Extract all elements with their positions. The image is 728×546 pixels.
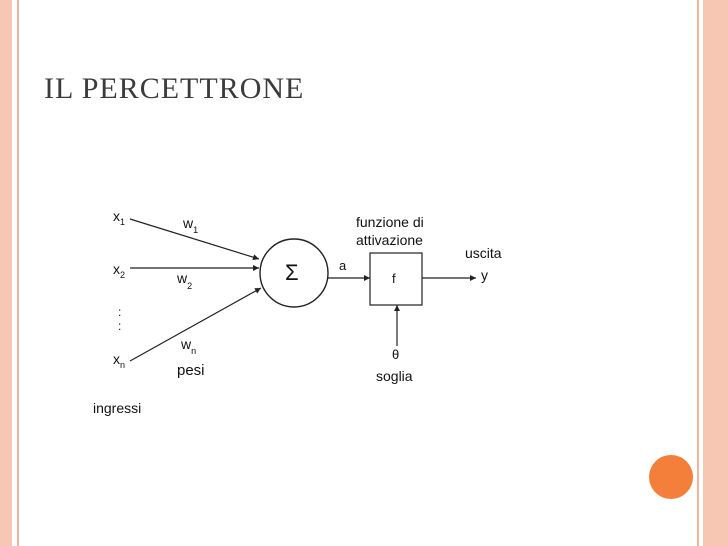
net-input-label: a — [339, 258, 347, 273]
right-border-band — [703, 0, 728, 546]
slide-title: IL PERCETTRONE — [44, 72, 305, 105]
activation-label-line2: attivazione — [356, 232, 423, 248]
input-x1: x1 — [113, 208, 125, 227]
activation-label-line1: funzione di — [356, 214, 424, 230]
left-border-line — [17, 0, 19, 546]
input-arrow-n — [129, 287, 262, 362]
sum-symbol: Σ — [285, 260, 299, 285]
output-y: y — [481, 267, 488, 283]
theta-symbol: θ — [392, 347, 399, 362]
weight-w2: w2 — [176, 270, 192, 291]
summation-node — [259, 238, 329, 308]
right-border-line — [697, 0, 699, 546]
input-arrow-1 — [129, 218, 260, 261]
weight-w1: w1 — [182, 215, 198, 235]
left-border-band — [0, 0, 12, 546]
input-dots-2: : — [118, 319, 121, 333]
input-x2: x2 — [113, 261, 125, 280]
output-label: uscita — [465, 245, 502, 261]
input-dots-1: : — [118, 305, 121, 319]
weight-wn: wn — [180, 336, 196, 356]
inputs-label: ingressi — [93, 400, 141, 416]
decorative-orange-circle — [649, 455, 693, 499]
activation-box — [369, 252, 423, 306]
input-xn: xn — [113, 351, 125, 370]
threshold-label: soglia — [376, 368, 413, 384]
weights-label: pesi — [177, 362, 205, 379]
activation-f: f — [392, 271, 396, 286]
